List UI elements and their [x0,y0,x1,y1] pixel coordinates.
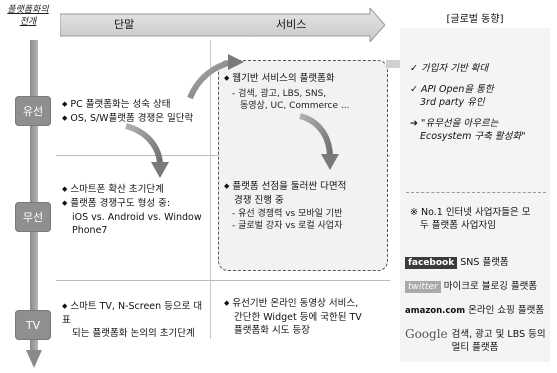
vertical-axis-arrow [26,40,42,368]
terminal-wired-text: PC 플랫폼화는 성숙 상태 OS, S/W플랫폼 경쟁은 일단락 [62,98,207,126]
row-divider [56,280,390,281]
row-label-tv: TV [15,310,51,340]
panel-divider [406,192,546,193]
service-highlight-box [218,60,388,271]
company-desc: 마이크로 블로깅 플랫폼 [443,281,538,292]
bullet-item: OS, S/W플랫폼 경쟁은 일단락 [62,112,207,126]
global-trend-list: ✓ 가입자 기반 확대 ✓ API Open을 통한 3rd party 유인 … [410,62,548,143]
company-row: facebook SNS 플랫폼 [405,256,551,270]
bullet-continuation: 플랫폼화 시도 등장 [234,325,310,336]
sub-line: - 유선 경쟁력 vs 모바일 기반 [232,209,343,219]
bullet-text: 스마트폰 확산 초기단계 [70,184,164,195]
trend-text: 3rd party 유인 [420,97,485,108]
service-wired-text: 웹기반 서비스의 플랫폼화 [224,72,384,86]
terminal-wireless-text: 스마트폰 확산 초기단계 플랫폼 경쟁구도 형성 중: iOS vs. Andr… [62,183,207,237]
trend-text: Ecosystem 구축 활성화" [420,131,526,142]
sub-line: - 글로벌 강자 vs 로컬 사업자 [232,221,343,231]
company-row: twitter 마이크로 블로깅 플랫폼 [405,280,551,294]
check-icon: ✓ [410,84,418,95]
bullet-continuation: Phone7 [72,225,108,236]
arrow-right-icon: ➔ [410,118,418,129]
global-trends-title: [글로벌 동향] [446,14,504,25]
company-desc: SNS 플랫폼 [460,257,509,268]
service-wired-sub: - 검색, 광고, LBS, SNS, 동영상, UC, Commerce ..… [232,88,382,112]
trend-item: ✓ API Open을 통한 3rd party 유인 [410,83,548,109]
column-header-terminal: 단말 [114,18,135,31]
bullet-text: 유선기반 온라인 동영상 서비스, [232,298,359,309]
bullet-text: 플랫폼 선점을 둘러싼 다면적 [232,181,347,192]
curved-arrow-down [125,123,163,167]
terminal-tv-text: 스마트 TV, N-Screen 등으로 대표 되는 플랫폼화 논의의 초기단계 [62,300,210,340]
global-trends-panel [400,28,550,362]
row-label-wireless: 무선 [15,202,51,232]
note-line: 두 플랫폼 사업자임 [420,220,496,231]
service-wireless-sub: - 유선 경쟁력 vs 모바일 기반 - 글로벌 강자 vs 로컬 사업자 [232,208,384,232]
bullet-text: 플랫폼 경쟁구도 형성 중: [70,198,171,209]
bullet-text: 스마트 TV, N-Screen 등으로 대표 [62,301,203,326]
check-icon: ✓ [410,63,418,74]
bullet-text: PC 플랫폼화는 성숙 상태 [70,99,171,110]
bullet-item: 플랫폼 경쟁구도 형성 중: [62,197,207,211]
bullet-text: 웹기반 서비스의 플랫폼화 [232,73,335,84]
service-wireless-text: 플랫폼 선점을 둘러싼 다면적 경쟁 진행 중 [224,180,384,207]
google-logo: Google [405,327,448,341]
note-line: ※ No.1 인터넷 사업자들은 모 [410,207,531,218]
facebook-logo: facebook [405,257,458,269]
column-divider [210,40,211,339]
sub-line: - 검색, 광고, LBS, SNS, [232,89,327,99]
bullet-continuation: iOS vs. Android vs. Window [72,212,202,223]
bullet-item: 스마트폰 확산 초기단계 [62,183,207,197]
company-desc: 온라인 쇼핑 플랫폼 [468,305,545,316]
bullet-item: 웹기반 서비스의 플랫폼화 [224,72,384,86]
company-desc: 검색, 광고 및 LBS 등의 멀티 플랫폼 [451,329,546,353]
column-header-service: 서비스 [276,18,307,31]
service-tv-text: 유선기반 온라인 동영상 서비스, 간단한 Widget 등에 국한된 TV 플… [224,297,394,337]
company-list: facebook SNS 플랫폼 twitter 마이크로 블로깅 플랫폼 am… [405,256,551,354]
company-row: amazon.com 온라인 쇼핑 플랫폼 [405,304,551,318]
bullet-continuation: 되는 플랫폼화 논의의 초기단계 [72,328,195,339]
axis-title: 플랫폼화의 전개 [7,5,49,27]
trend-text: API Open을 통한 [421,84,494,95]
bullet-item: 유선기반 온라인 동영상 서비스, [224,297,394,311]
amazon-logo: amazon.com [405,306,466,316]
trend-item: ➔ "유무선을 아우르는 Ecosystem 구축 활성화" [410,117,548,143]
trend-text: "유무선을 아우르는 [421,118,499,129]
trend-text: 가입자 기반 확대 [421,63,489,74]
row-label-wired: 유선 [15,96,51,126]
bullet-item: 플랫폼 선점을 둘러싼 다면적 [224,180,384,194]
header-arrow [60,8,385,42]
bullet-continuation: 간단한 Widget 등에 국한된 TV [234,312,362,323]
bullet-continuation: 경쟁 진행 중 [234,195,284,206]
trend-item: ✓ 가입자 기반 확대 [410,62,548,75]
bullet-item: PC 플랫폼화는 성숙 상태 [62,98,207,112]
bullet-text: OS, S/W플랫폼 경쟁은 일단락 [70,113,194,124]
twitter-logo: twitter [405,281,441,293]
bullet-item: 스마트 TV, N-Screen 등으로 대표 [62,300,210,327]
global-note: ※ No.1 인터넷 사업자들은 모 두 플랫폼 사업자임 [410,206,548,232]
sub-line: 동영상, UC, Commerce ... [240,101,350,111]
arrowhead [151,162,169,178]
company-row: Google 검색, 광고 및 LBS 등의 멀티 플랫폼 [405,328,551,354]
